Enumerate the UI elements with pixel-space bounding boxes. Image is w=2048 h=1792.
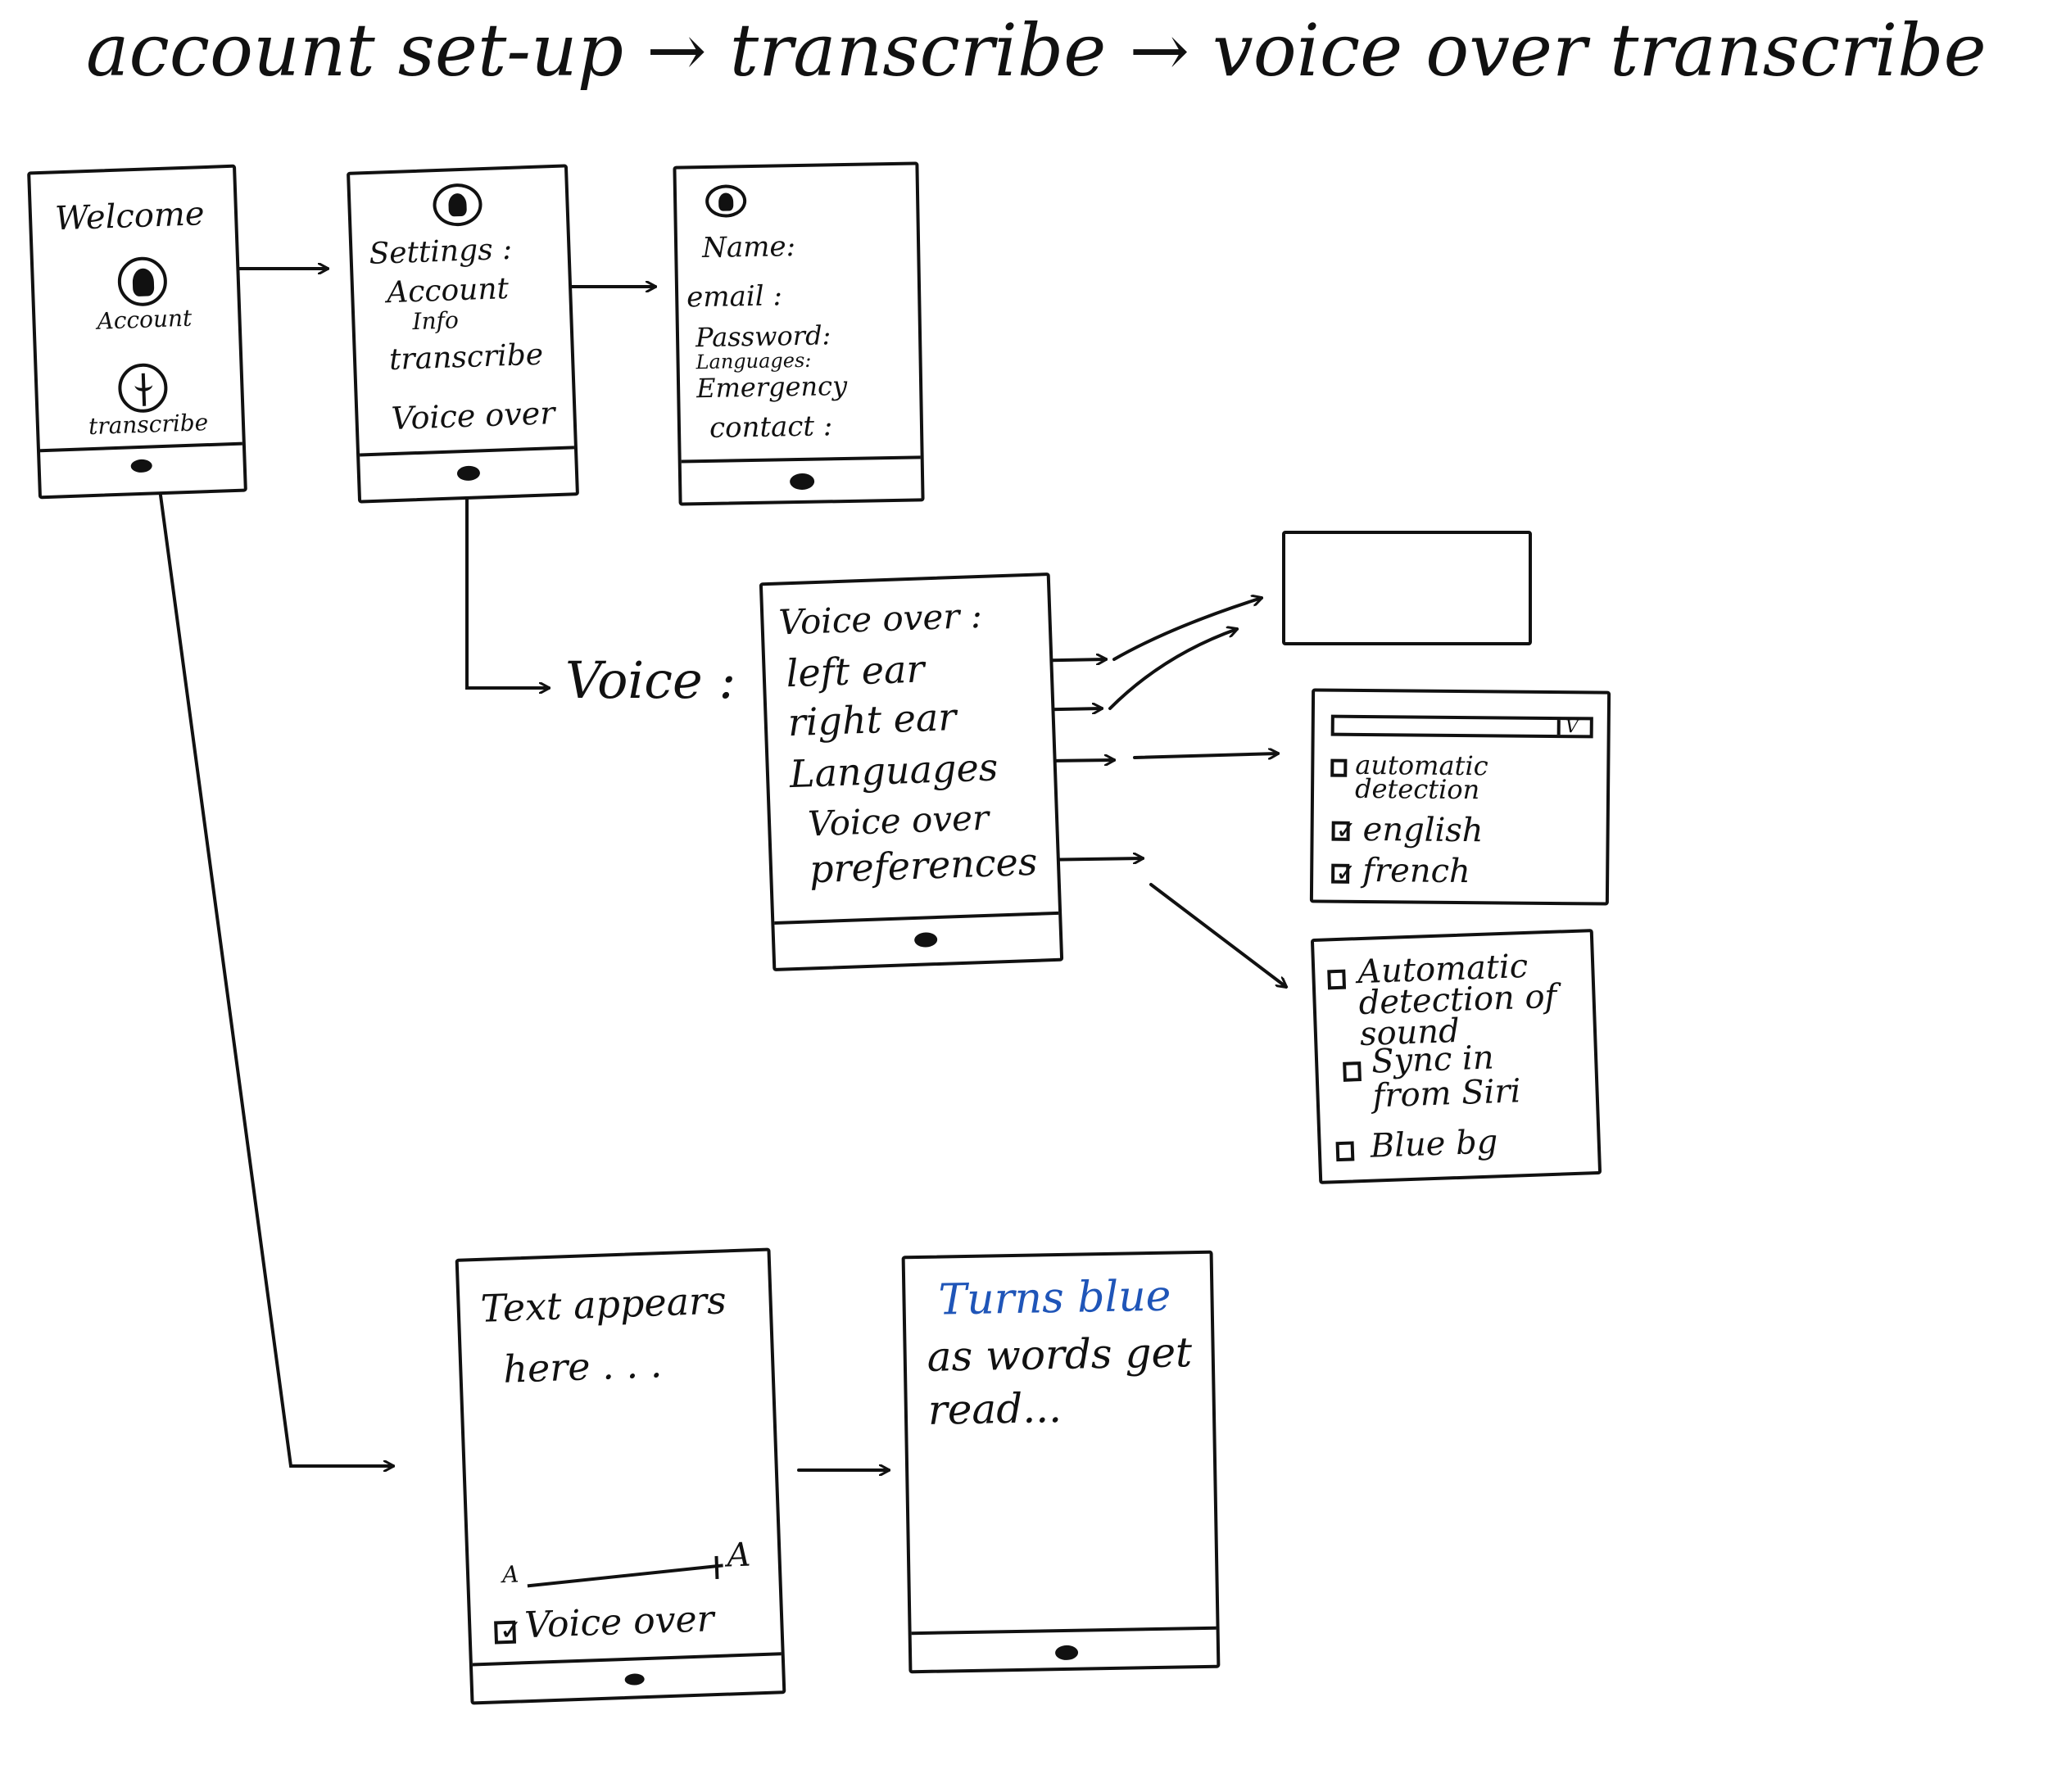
transcribe-icon[interactable] bbox=[117, 362, 169, 414]
transcribe-label: transcribe bbox=[88, 409, 209, 441]
option-sync-siri: Sync in from Siri bbox=[1371, 1039, 1522, 1115]
settings-item-voice-over[interactable]: Voice over bbox=[390, 395, 556, 437]
font-size-slider[interactable] bbox=[527, 1563, 723, 1588]
arrow-settings-to-voice bbox=[465, 482, 551, 688]
highlighted-text: Turns blue bbox=[938, 1271, 1171, 1325]
home-button[interactable] bbox=[789, 473, 815, 491]
home-bar bbox=[472, 1652, 782, 1667]
voice-item-preferences[interactable]: preferences bbox=[809, 839, 1039, 892]
home-bar bbox=[774, 911, 1059, 925]
home-button[interactable] bbox=[1054, 1645, 1079, 1661]
arrow-languages-to-popup bbox=[1133, 753, 1278, 758]
transcribe-screen: Text appears here . . . A A ✓ Voice over bbox=[455, 1247, 786, 1705]
welcome-screen: Welcome Account transcribe bbox=[27, 164, 247, 500]
preferences-popup: Automatic detection of sound Sync in fro… bbox=[1310, 929, 1602, 1184]
account-label: Account bbox=[96, 304, 193, 335]
transcript-line-3: read... bbox=[927, 1383, 1063, 1434]
page-title: account set-up → transcribe → voice over… bbox=[86, 8, 1987, 93]
home-bar bbox=[911, 1626, 1217, 1636]
option-automatic-detection: automatic detection bbox=[1354, 749, 1488, 806]
home-bar bbox=[681, 455, 921, 464]
font-size-large-label: A bbox=[726, 1536, 752, 1575]
arrow-welcome-to-transcribe bbox=[154, 457, 395, 1466]
checkbox-blue-bg[interactable] bbox=[1335, 1141, 1355, 1162]
voice-item-left-ear[interactable]: left ear bbox=[785, 646, 926, 696]
checkbox-french[interactable]: ✓ bbox=[1331, 859, 1356, 888]
home-bar bbox=[39, 441, 242, 453]
home-bar bbox=[360, 446, 574, 457]
field-contact: contact : bbox=[709, 410, 833, 445]
voice-over-checkbox[interactable]: ✓ bbox=[494, 1613, 523, 1647]
voice-item-voice-over: Voice over : bbox=[777, 595, 983, 643]
home-button[interactable] bbox=[456, 465, 481, 482]
arrow-preferences-to-popup bbox=[1149, 883, 1286, 987]
settings-title: Settings : bbox=[368, 232, 513, 271]
transcript-line-2: as words get bbox=[927, 1328, 1193, 1381]
settings-item-info[interactable]: Info bbox=[411, 306, 460, 336]
account-info-screen: Name: email : Password: Languages: Emerg… bbox=[673, 161, 925, 506]
home-button[interactable] bbox=[130, 459, 152, 473]
slider-thumb[interactable] bbox=[714, 1555, 719, 1580]
voice-section-label: Voice : bbox=[565, 650, 736, 710]
option-french: french bbox=[1362, 851, 1470, 891]
option-english: english bbox=[1362, 810, 1484, 850]
field-password: Password: bbox=[695, 319, 831, 354]
settings-item-account[interactable]: Account bbox=[386, 272, 510, 310]
transcript-line-1: Text appears bbox=[479, 1278, 727, 1331]
voice-item-voice-over-2[interactable]: Voice over bbox=[807, 797, 990, 844]
home-button[interactable] bbox=[624, 1673, 645, 1686]
settings-item-transcribe[interactable]: transcribe bbox=[388, 337, 544, 378]
voice-over-label: Voice over bbox=[523, 1598, 715, 1647]
arrow-ears-to-volume bbox=[1112, 598, 1262, 661]
field-languages: Languages: bbox=[696, 348, 812, 374]
chevron-down-icon: V bbox=[1565, 717, 1579, 738]
field-email: email : bbox=[686, 279, 783, 315]
field-name: Name: bbox=[701, 230, 796, 265]
voice-over-transcribe-screen: Turns blue as words get read... bbox=[901, 1250, 1221, 1674]
home-button[interactable] bbox=[913, 932, 938, 948]
settings-avatar-icon bbox=[432, 183, 483, 228]
dropdown-divider bbox=[1556, 720, 1561, 735]
arrow-ears-to-volume-2 bbox=[1108, 629, 1237, 710]
checkbox-sync-siri[interactable] bbox=[1343, 1061, 1362, 1082]
checkbox-automatic-detection[interactable] bbox=[1330, 758, 1348, 777]
checkbox-english[interactable]: ✓ bbox=[1331, 817, 1357, 845]
checkbox-automatic-detection-sound[interactable] bbox=[1327, 969, 1347, 990]
account-icon[interactable] bbox=[116, 256, 168, 307]
languages-dropdown[interactable]: V bbox=[1330, 714, 1593, 739]
settings-screen: Settings : Account Info transcribe Voice… bbox=[347, 164, 579, 504]
languages-popup: V automatic detection ✓ english ✓ french bbox=[1309, 688, 1611, 906]
font-size-small-label: A bbox=[501, 1560, 519, 1589]
option-blue-bg: Blue bg bbox=[1369, 1123, 1499, 1165]
account-avatar-icon bbox=[705, 184, 747, 218]
volume-popup[interactable] bbox=[1282, 531, 1532, 645]
option-automatic-detection-sound: Automatic detection of sound bbox=[1357, 947, 1558, 1054]
voice-settings-screen: Voice over : left ear right ear Language… bbox=[759, 572, 1064, 972]
field-emergency: Emergency bbox=[696, 369, 848, 405]
voice-item-right-ear[interactable]: right ear bbox=[786, 695, 958, 745]
voice-item-languages[interactable]: Languages bbox=[789, 744, 999, 797]
transcript-line-2: here . . . bbox=[502, 1342, 663, 1392]
welcome-title: Welcome bbox=[54, 195, 206, 238]
